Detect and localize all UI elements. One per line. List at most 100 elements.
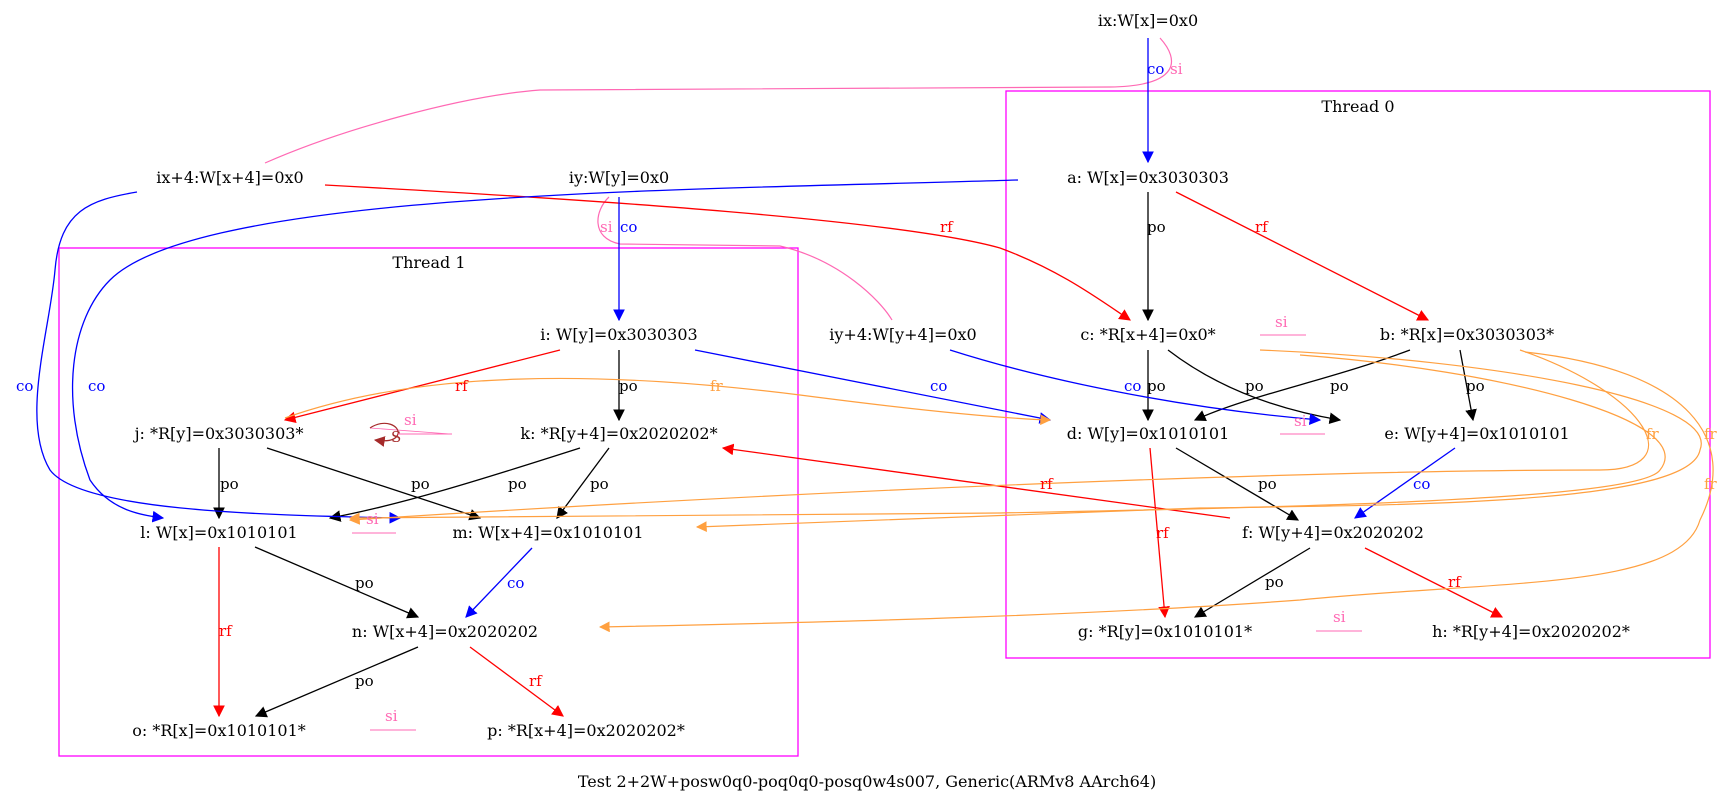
node-o: o: *R[x]=0x1010101* [132, 721, 306, 740]
label-fr-j-d: fr [710, 377, 724, 395]
edge-po-j-m [266, 447, 482, 521]
label-po-k-m: po [590, 475, 609, 493]
label-rf-f-h: rf [1448, 573, 1462, 591]
edge-fr-b-n [598, 351, 1714, 633]
label-si-iy-iy4: si [600, 218, 613, 236]
label-rf-d-g: rf [1156, 524, 1170, 542]
cluster-thread-1: Thread 1 [58, 247, 799, 757]
edge-labels: co si co si co co co co co co rf rf rf r… [16, 60, 1718, 731]
edge-po-k-l [328, 447, 581, 522]
edge-rf-f-h [1364, 547, 1504, 618]
cluster-thread-0-title: Thread 0 [1321, 97, 1394, 116]
node-c: c: *R[x+4]=0x0* [1080, 325, 1215, 344]
node-b: b: *R[x]=0x3030303* [1380, 325, 1554, 344]
cluster-thread-1-border [58, 247, 799, 757]
node-a: a: W[x]=0x3030303 [1067, 168, 1229, 187]
edge-po-l-n [254, 546, 420, 619]
label-po-j-m: po [411, 475, 430, 493]
label-co-iy4-e: co [1124, 377, 1141, 395]
label-rf-ix4-c: rf [940, 218, 954, 236]
label-si-o-p: si [385, 707, 398, 725]
edge-rf-f-k [721, 443, 1231, 519]
label-rf-a-b: rf [1255, 218, 1269, 236]
self-loop-j: S [369, 422, 401, 447]
node-p: p: *R[x+4]=0x2020202* [487, 721, 685, 740]
cluster-thread-0-border [1005, 90, 1711, 659]
label-po-b-d: po [1330, 377, 1349, 395]
nodes: ix:W[x]=0x0 ix+4:W[x+4]=0x0 iy:W[y]=0x0 … [132, 11, 1630, 740]
label-co-ix-a: co [1147, 60, 1164, 78]
label-po-d-f: po [1258, 475, 1277, 493]
edge-fr-c-l [348, 354, 1666, 524]
edge-rf-n-p [469, 646, 564, 717]
label-co-a-l: co [88, 377, 105, 395]
label-fr-b-n: fr [1704, 475, 1718, 493]
edge-si-self-j [369, 427, 451, 435]
label-si-d-e: si [1294, 412, 1307, 430]
label-po-a-c: po [1147, 218, 1166, 236]
node-h: h: *R[y+4]=0x2020202* [1432, 622, 1630, 641]
label-si-g-h: si [1333, 608, 1346, 626]
edge-co-m-n [465, 547, 533, 618]
edge-po-b-d [1193, 349, 1411, 421]
edge-co-e-f [1354, 447, 1456, 519]
edge-co-ix4-m [36, 191, 402, 524]
label-po-c-e: po [1245, 377, 1264, 395]
edge-po-k-m [556, 447, 610, 519]
edge-fr-b-l [348, 349, 1649, 525]
label-co-iy-i: co [620, 218, 637, 236]
cluster-thread-0: Thread 0 [1005, 90, 1711, 659]
label-po-c-d: po [1147, 377, 1166, 395]
node-j: j: *R[y]=0x3030303* [133, 424, 304, 443]
label-rf-i-j: rf [455, 377, 469, 395]
si-edges [264, 37, 1173, 435]
node-ix: ix:W[x]=0x0 [1098, 11, 1198, 30]
node-f: f: W[y+4]=0x2020202 [1242, 523, 1424, 542]
si-annotations: si si si si si si [352, 313, 1362, 731]
label-po-b-e: po [1466, 377, 1485, 395]
edge-co-a-l [71, 179, 1019, 523]
edge-po-b-e [1459, 349, 1477, 422]
label-po-k-l: po [508, 475, 527, 493]
label-rf-f-k: rf [1040, 475, 1054, 493]
label-co-m-n: co [507, 574, 524, 592]
label-fr-b-l: fr [1646, 425, 1660, 443]
label-po-l-n: po [355, 574, 374, 592]
label-co-ix4-m: co [16, 377, 33, 395]
node-k: k: *R[y+4]=0x2020202* [520, 424, 717, 443]
node-m: m: W[x+4]=0x1010101 [452, 523, 643, 542]
fr-edges [284, 349, 1714, 633]
edge-rf-a-b [1175, 191, 1430, 321]
label-po-n-o: po [355, 672, 374, 690]
edge-rf-ix4-c [324, 184, 1131, 321]
edge-po-n-o [254, 646, 419, 718]
label-co-i-d: co [930, 377, 947, 395]
label-co-e-f: co [1413, 475, 1430, 493]
edge-si-iy-iy4 [597, 196, 893, 321]
edge-si-ix-ix4 [264, 37, 1173, 164]
label-fr-c-m: fr [1704, 425, 1718, 443]
co-edges [36, 38, 1456, 618]
self-loop-j-label: S [391, 428, 401, 446]
node-iy4: iy+4:W[y+4]=0x0 [829, 325, 976, 344]
edge-co-i-d [694, 349, 1052, 424]
rf-edges [213, 184, 1504, 718]
label-po-i-k: po [619, 377, 638, 395]
label-rf-n-p: rf [529, 672, 543, 690]
edge-po-f-g [1193, 547, 1311, 618]
label-po-j-l: po [220, 475, 239, 493]
edge-rf-d-g [1149, 447, 1170, 619]
node-n: n: W[x+4]=0x2020202 [352, 622, 538, 641]
node-e: e: W[y+4]=0x1010101 [1384, 424, 1569, 443]
edge-fr-j-d [284, 377, 1052, 426]
edge-co-iy4-e [949, 349, 1322, 425]
node-ix4: ix+4:W[x+4]=0x0 [156, 168, 303, 187]
node-i: i: W[y]=0x3030303 [540, 325, 697, 344]
cluster-thread-1-title: Thread 1 [392, 253, 465, 272]
diagram-caption: Test 2+2W+posw0q0-poq0q0-posq0w4s007, Ge… [578, 772, 1156, 791]
node-l: l: W[x]=0x1010101 [140, 523, 297, 542]
label-si-ix-ix4: si [1170, 60, 1183, 78]
node-d: d: W[y]=0x1010101 [1067, 424, 1230, 443]
node-iy: iy:W[y]=0x0 [569, 168, 669, 187]
